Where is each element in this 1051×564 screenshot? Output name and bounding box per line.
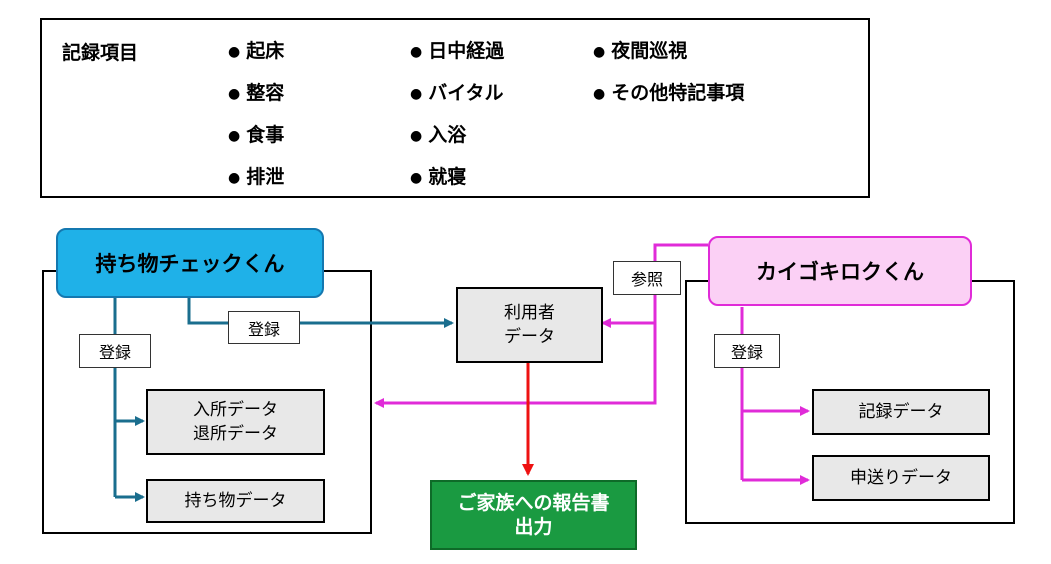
record-item: ●その他特記事項	[593, 82, 745, 104]
admission-data-box: 入所データ退所データ	[146, 389, 325, 455]
user-data-box: 利用者データ	[456, 287, 603, 363]
record-item: ●排泄	[228, 166, 285, 188]
record-item: ●夜間巡視	[593, 40, 688, 62]
record-items-heading: 記録項目	[62, 42, 139, 64]
reference-line-to-left-system	[374, 323, 657, 408]
record-data-box: 記録データ	[812, 389, 990, 435]
handover-data-box: 申送りデータ	[812, 455, 990, 501]
reference-label: 参照	[613, 261, 681, 295]
record-item: ●食事	[228, 124, 285, 146]
record-item: ●起床	[228, 40, 285, 62]
belongings-data-box: 持ち物データ	[146, 479, 325, 523]
record-item: ●バイタル	[410, 82, 504, 104]
record-item: ●入浴	[410, 124, 467, 146]
register-label: 登録	[714, 334, 780, 368]
record-items-panel	[40, 18, 870, 198]
register-label: 登録	[79, 334, 151, 368]
family-report-output: ご家族への報告書出力	[430, 480, 637, 550]
record-item: ●整容	[228, 82, 285, 104]
register-label: 登録	[228, 311, 300, 344]
record-item: ●日中経過	[410, 40, 505, 62]
kaigo-kiroku-tool: カイゴキロクくん	[708, 236, 972, 306]
register-line-to-user-data	[187, 298, 454, 328]
mochimono-check-tool: 持ち物チェックくん	[56, 228, 324, 298]
record-item: ●就寝	[410, 166, 467, 188]
